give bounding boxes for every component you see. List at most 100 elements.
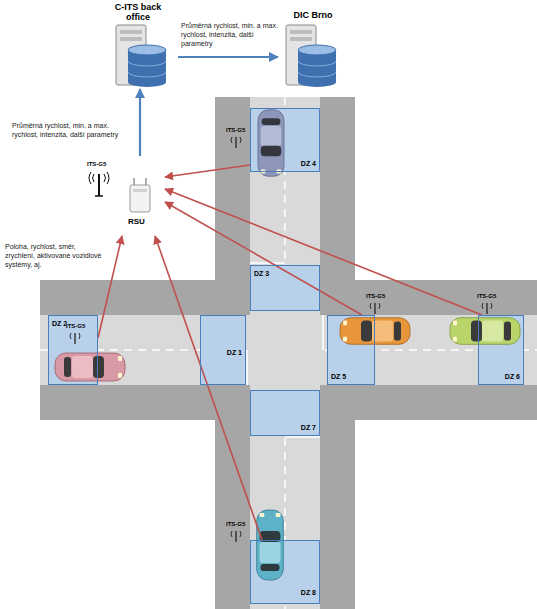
antenna-waves [89,172,109,184]
car-windshield [261,146,281,156]
v2x-message-arrow [165,165,250,177]
antenna-icon [370,303,380,314]
car [258,110,284,177]
zone-label: DZ 3 [254,270,269,278]
data-flow-arrow [139,89,141,156]
detection-zone: DZ 4 [250,108,320,172]
car [55,353,125,381]
zone-label: DZ 7 [301,424,316,432]
v2x-message-arrow [98,236,122,338]
protocol-label: ITS-G5 [477,293,496,300]
detection-zone-fill [250,390,320,436]
antenna-waves [231,137,241,143]
database-top [298,45,336,55]
antenna-mast [374,303,375,314]
rsu-panel [133,189,147,192]
protocol-label: ITS-G5 [66,323,85,330]
detection-zone: DZ 6 [478,315,524,385]
detection-zone: DZ 8 [250,540,320,604]
car-windshield [361,321,372,342]
v2x-message-arrow [165,189,482,315]
protocol-label: ITS-G5 [366,293,385,300]
car-rear-window [504,322,511,341]
server-bay [120,30,142,34]
detection-zone: DZ 3 [250,265,320,311]
car-headlight [276,513,281,517]
zone-label: DZ 5 [331,373,346,381]
antenna-waves [231,531,241,537]
car [257,510,284,580]
database-bottom [128,77,166,87]
stop-line [285,436,320,438]
data-flow-label: Průměrná rychlost, min. a max. rychlost,… [12,122,134,140]
server-title: C-ITS back office [112,2,164,22]
car-body [340,318,410,345]
zone-label: DZ 8 [301,589,316,597]
data-flow-label: Průměrná rychlost, min. a max. rychlost,… [181,22,279,48]
database-band [128,61,166,77]
antenna-waves [370,303,380,309]
rsu-antenna [89,172,109,196]
antenna-mast [235,531,236,542]
zone-label: DZ 1 [227,349,242,357]
car-headlight [453,337,457,342]
server-bay [290,30,312,34]
detection-zone-fills [48,108,524,604]
server-icon [286,25,336,87]
server-bay [120,37,142,41]
antenna-mast [98,174,100,196]
antenna-icon [231,531,241,542]
database-top [128,45,166,55]
car-headlight [343,321,347,326]
stop-line [322,315,324,350]
car-windshield [471,321,482,342]
car-rear-window [261,564,280,571]
v2x-message-arrow [165,202,362,315]
protocol-label: ITS-G5 [87,161,106,168]
detection-zone-fill [200,315,246,385]
detection-zone: DZ 1 [200,315,246,385]
zone-label: DZ 6 [505,373,520,381]
rsu-unit: ITS-G5RSU [82,156,165,236]
server-node: C-ITS back office [98,1,178,89]
server-icon [116,25,166,87]
server-node: DIC Brno [278,1,350,89]
protocol-label: ITS-G5 [226,127,245,134]
car-roof [482,321,503,342]
car-headlight [343,337,347,342]
rsu-box [130,185,150,212]
car-body [450,318,520,345]
antenna-mast [486,303,487,314]
antenna-base [95,195,103,197]
database-bottom [298,77,336,87]
car-rear-window [64,357,71,377]
car-roof [261,126,281,146]
antenna-icon [482,303,492,314]
car-headlight [453,321,457,326]
road-lane [40,315,537,385]
car-body [258,110,284,177]
car-windshield [93,356,104,378]
antenna-icon [70,333,80,344]
data-flow-label: Poloha, rychlost, směr, zrychlení, aktiv… [5,243,105,269]
car-rear-window [394,322,401,341]
car-headlight [260,513,265,517]
detection-zone: DZ 7 [250,390,320,436]
v2x-message-arrow [155,236,262,540]
car-headlight [118,373,122,378]
car-body [257,510,284,580]
car-roof [260,542,281,563]
antenna-icon [231,137,241,148]
database-band [298,61,336,77]
antenna-waves [70,333,80,339]
zone-label: DZ 2 [52,320,67,328]
antenna-mast [235,137,236,148]
rsu-device [130,178,150,212]
rsu-label: RSU [128,218,145,227]
car-roof [372,321,393,342]
car-roof [72,356,93,378]
car-headlight [118,356,122,361]
server-bay [290,37,312,41]
